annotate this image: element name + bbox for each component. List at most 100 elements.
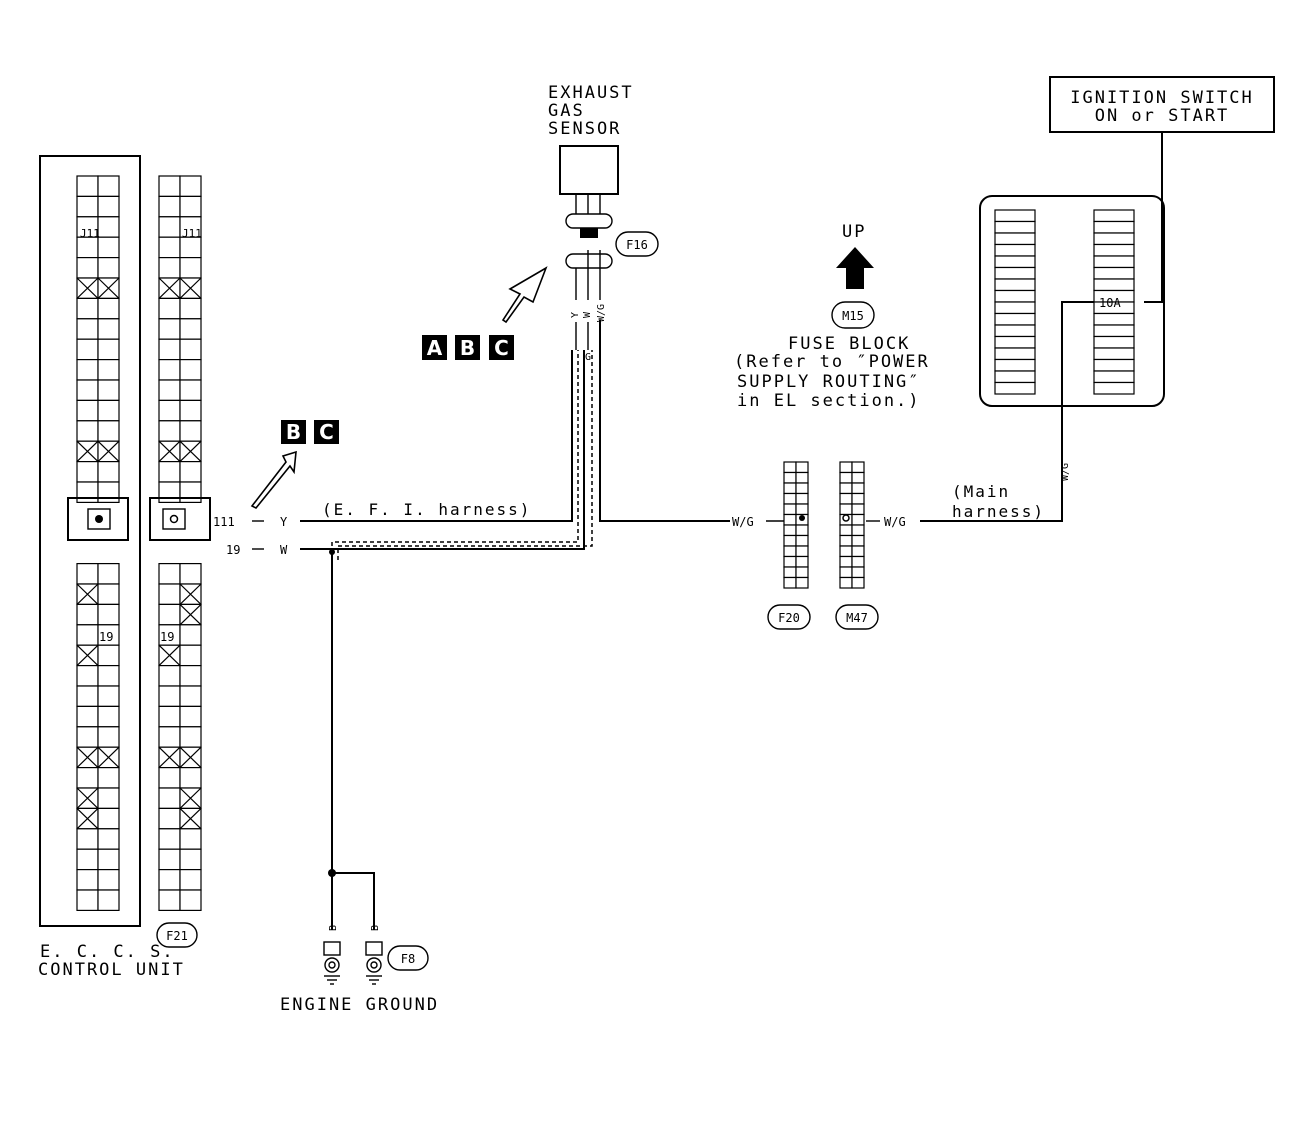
wg-wire-main	[920, 301, 1094, 522]
sensor-label-line3: SENSOR	[548, 119, 621, 139]
m47-connector-grid	[839, 461, 865, 589]
ecu-cell	[97, 216, 120, 238]
f21-cell	[179, 420, 202, 442]
f21-cell	[158, 297, 181, 320]
ecu-frame	[39, 155, 141, 927]
ecu-cell	[76, 420, 99, 442]
ecu-cross	[76, 277, 99, 299]
ecu-cell	[97, 195, 120, 218]
m47-cell	[851, 524, 865, 537]
f16-connector-label: F16	[626, 238, 648, 252]
ecu-cross	[97, 440, 120, 463]
f16-connector-tag	[615, 231, 659, 257]
ecu-cross	[76, 787, 99, 809]
f20-cell	[783, 513, 797, 526]
badge-b-mid	[281, 420, 306, 444]
wire-w-label: W	[280, 543, 288, 557]
m15-connector-label: M15	[842, 309, 864, 323]
f21-cross	[179, 440, 202, 463]
f20-connector-label: F20	[778, 611, 800, 625]
f21-cell	[158, 868, 181, 891]
ecu-cell	[97, 828, 120, 850]
f20-connector-grid	[783, 461, 809, 589]
badge-b-top-text: B	[460, 336, 475, 360]
f21-cell	[158, 848, 181, 871]
f21-cell	[179, 175, 202, 197]
fuse-right-cell	[1093, 266, 1135, 280]
fuse-left-cell	[994, 209, 1036, 223]
fuse-right-cell	[1093, 278, 1135, 292]
f21-cross	[179, 603, 202, 626]
ground-terminal-left: B	[323, 925, 341, 985]
fuse-10a-label: 10A	[1099, 296, 1121, 310]
f20-cell	[783, 461, 797, 474]
fuse-block-note2: SUPPLY ROUTING″	[737, 372, 921, 392]
f21-cell	[179, 338, 202, 361]
f21-cell	[179, 318, 202, 340]
sensor-wire-wg: W/G	[596, 304, 607, 322]
ecu-cell	[97, 787, 120, 809]
f21-cell	[158, 195, 181, 218]
ecu-cross	[76, 807, 99, 830]
m47-cell	[851, 503, 865, 516]
f20-cell	[795, 492, 809, 505]
f20-connector-tag	[767, 604, 811, 630]
ground-b-left: B	[328, 925, 339, 931]
f20-cell	[783, 545, 797, 558]
f21-cell	[158, 583, 181, 605]
badge-c-top-text: C	[494, 336, 509, 360]
fuse-right-cell	[1093, 255, 1135, 269]
ecu-cell	[97, 318, 120, 340]
f21-cell	[158, 420, 181, 442]
m47-cell	[839, 534, 853, 547]
m47-cell	[851, 545, 865, 558]
m47-cell	[851, 461, 865, 474]
f21-cell	[158, 257, 181, 279]
arrow-to-bc	[250, 450, 297, 510]
m15-connector-tag	[831, 301, 875, 329]
f21-cell	[158, 603, 181, 626]
ecu-cross	[97, 277, 120, 299]
ecu-cell	[76, 195, 99, 218]
ecu-cell	[76, 726, 99, 748]
ecu-cell	[76, 379, 99, 401]
fuse-left-cell	[994, 301, 1036, 315]
ecu-cell	[97, 175, 120, 197]
f21-cell	[179, 461, 202, 483]
f21-cell	[179, 868, 202, 891]
f21-cell	[179, 379, 202, 401]
f20-cell	[783, 534, 797, 547]
f21-cell	[158, 236, 181, 259]
f20-pin-dot	[799, 515, 805, 521]
f20-cell	[783, 524, 797, 537]
badge-group-mid: B C	[281, 420, 339, 444]
ecu-cell	[76, 848, 99, 871]
f21-cell	[179, 705, 202, 728]
ecu-cross	[76, 746, 99, 769]
fuse-right-cell	[1093, 243, 1135, 257]
f20-cell	[795, 471, 809, 484]
f21-connector-tag	[156, 922, 198, 948]
f21-terminal-ring	[169, 514, 179, 524]
up-arrow-icon	[836, 247, 874, 289]
m47-cell	[839, 471, 853, 484]
efi-harness-label: (E. F. I. harness)	[322, 500, 531, 519]
ecu-label-line1: E. C. C. S.	[40, 942, 175, 962]
f20-cell	[783, 471, 797, 484]
ecu-cell	[97, 583, 120, 605]
badge-c-mid-text: C	[319, 420, 334, 444]
fuse-left-cell	[994, 324, 1036, 338]
f21-cell	[158, 461, 181, 483]
m47-cell	[851, 482, 865, 495]
ecu-cell	[76, 889, 99, 911]
fuse-left-cell	[994, 255, 1036, 269]
ecu-cell	[97, 338, 120, 361]
f20-cell	[783, 482, 797, 495]
f21-cross	[158, 277, 181, 299]
sensor-body	[559, 145, 619, 195]
f21-cell	[179, 257, 202, 279]
fuse-block-note1: (Refer to ″POWER	[734, 352, 930, 372]
fuse-right-cell	[1093, 347, 1135, 361]
